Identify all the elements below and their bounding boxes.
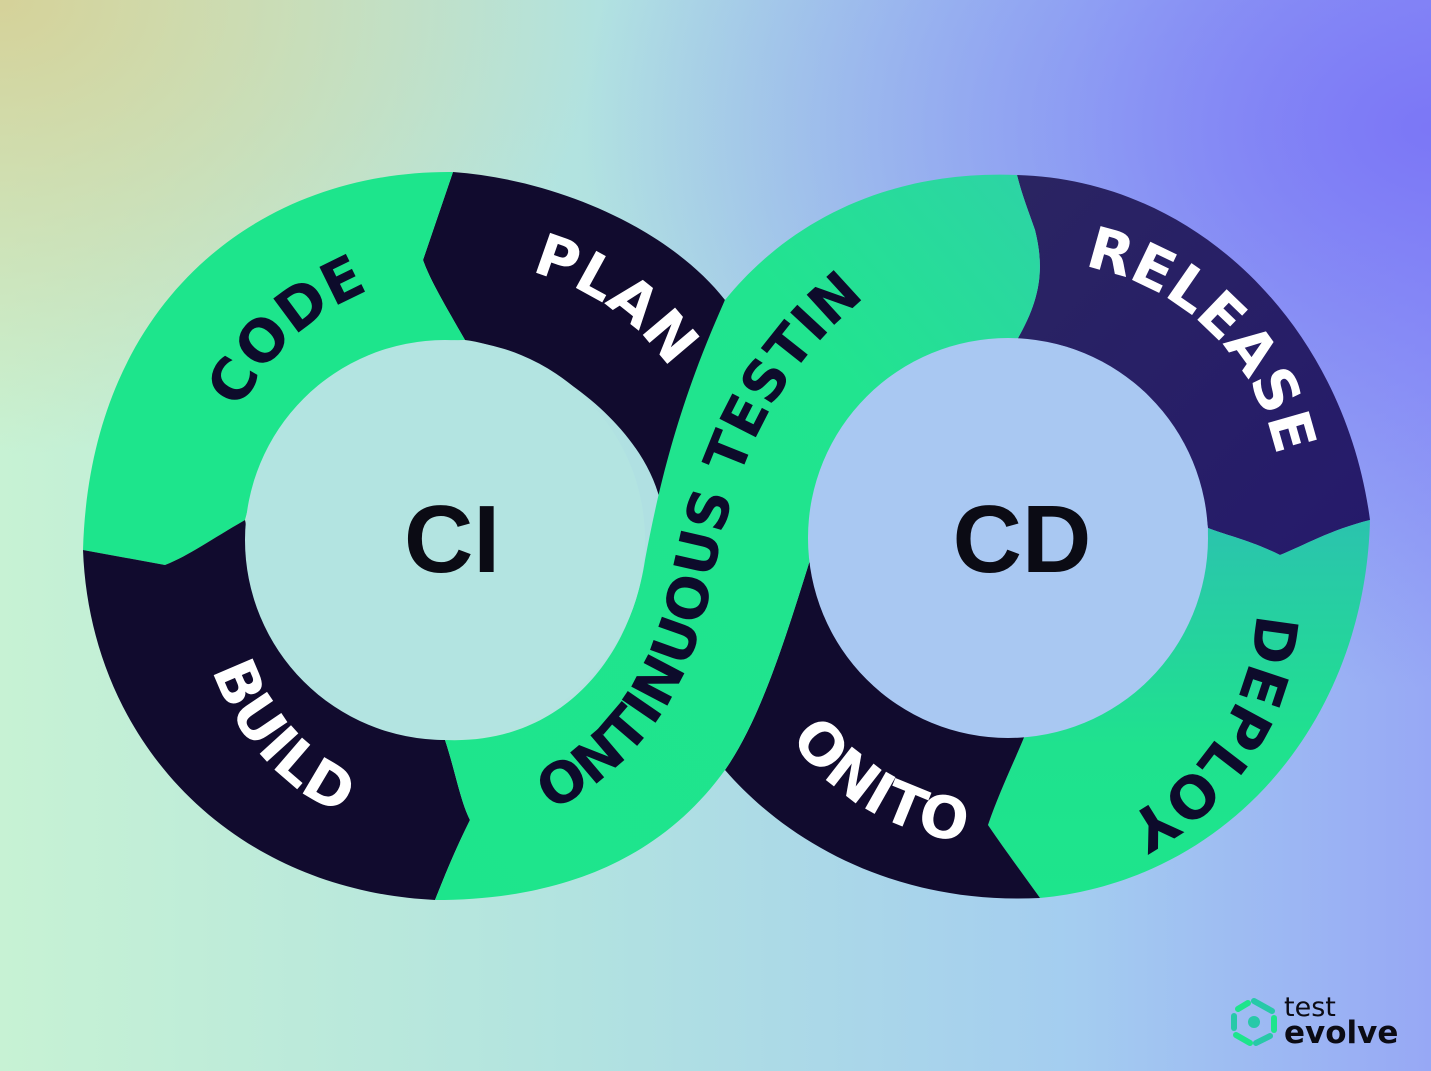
- test-evolve-logo-icon: [1231, 998, 1277, 1046]
- cd-ring: [725, 175, 1370, 899]
- ci-hub: [245, 340, 645, 740]
- segment-continuous-testing: [435, 174, 1040, 900]
- test-evolve-logo: test evolve: [1228, 994, 1398, 1054]
- cd-label: CD: [953, 486, 1092, 593]
- segment-release: [1017, 175, 1370, 555]
- segment-monitor: [725, 560, 1040, 899]
- cd-hub: [808, 338, 1208, 738]
- logo-text-test: test: [1284, 992, 1336, 1023]
- ci-label: CI: [404, 486, 500, 593]
- ci-ring: [83, 171, 725, 900]
- segment-build: [83, 520, 470, 900]
- segment-deploy: [988, 520, 1370, 898]
- logo-text-evolve: evolve: [1284, 1015, 1399, 1051]
- segment-code: [83, 171, 465, 565]
- segment-plan: [423, 172, 725, 500]
